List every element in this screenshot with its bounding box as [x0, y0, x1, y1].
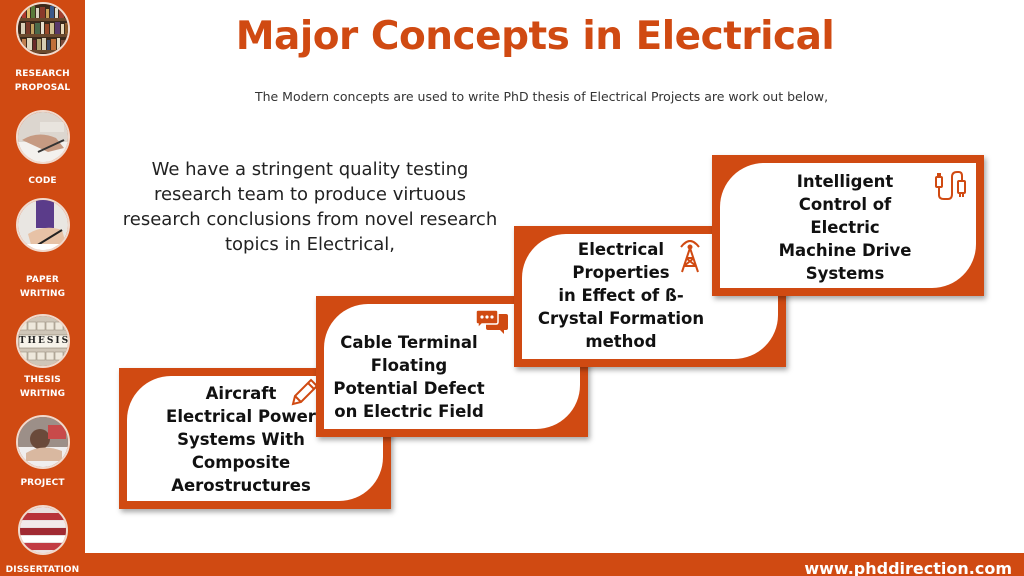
sidebar-item-label: WRITING: [19, 289, 66, 299]
concept-line: Floating: [370, 356, 448, 375]
book-stack-image: [17, 505, 68, 555]
pencil-icon: [285, 374, 321, 410]
sidebar-item-dissertation[interactable]: DISSERTATION: [0, 505, 85, 576]
thesis-tiles-text: THESIS: [18, 336, 70, 346]
sidebar-item-paper-writing[interactable]: PAPER WRITING: [0, 198, 85, 301]
concept-card-aircraft-power: Aircraft Electrical Power Systems With C…: [119, 368, 391, 509]
concept-line: Aircraft: [205, 384, 277, 403]
concept-line: on Electric Field: [334, 402, 484, 421]
footer-bar: www.phddirection.com: [85, 553, 1024, 576]
concept-line: Properties: [572, 263, 670, 282]
sidebar-item-project[interactable]: PROJECT: [0, 415, 85, 490]
student-desk-image: [15, 415, 70, 469]
sidebar-item-label: PROJECT: [20, 478, 65, 488]
sidebar-item-label: CODE: [28, 176, 57, 186]
chat-bubbles-icon: [474, 306, 510, 342]
sidebar-item-label: WRITING: [19, 389, 66, 399]
sidebar-item-research-proposal[interactable]: RESEARCH PROPOSAL: [0, 2, 85, 95]
concept-line: Systems: [805, 264, 885, 283]
sidebar-item-label: THESIS: [24, 375, 61, 385]
hand-writing-image: [15, 110, 70, 164]
sidebar-item-label: RESEARCH: [15, 69, 70, 79]
concept-line: Crystal Formation: [537, 309, 705, 328]
concept-card-text: Aircraft Electrical Power Systems With C…: [133, 382, 349, 497]
page-subtitle: The Modern concepts are used to write Ph…: [254, 89, 829, 104]
sidebar-item-label: PROPOSAL: [14, 83, 71, 93]
concept-line: method: [585, 332, 657, 351]
transmission-tower-icon: [672, 238, 708, 274]
thesis-letter-tiles-image: THESIS: [15, 314, 70, 368]
concept-line: Potential Defect: [333, 379, 485, 398]
concept-line: Cable Terminal: [340, 333, 478, 352]
concept-card-text: Electrical Properties in Effect of ß- Cr…: [524, 238, 718, 353]
library-bookshelf-image: [15, 2, 70, 56]
intro-paragraph: We have a stringent quality testing rese…: [122, 159, 498, 255]
concept-card-text: Cable Terminal Floating Potential Defect…: [328, 331, 490, 423]
cable-connector-icon: [932, 167, 968, 203]
concept-line: Composite: [191, 453, 291, 472]
website-link[interactable]: www.phddirection.com: [804, 559, 1012, 576]
concept-card-body: [720, 163, 976, 288]
concept-line: Electrical: [577, 240, 665, 259]
concept-line: Control of: [798, 195, 892, 214]
sidebar-item-label: DISSERTATION: [5, 565, 80, 575]
sidebar-item-label: PAPER: [26, 275, 59, 285]
concept-line: Machine Drive: [778, 241, 912, 260]
signing-paper-image: [15, 198, 70, 252]
concept-card-intelligent-control: Intelligent Control of Electric Machine …: [712, 155, 984, 296]
sidebar-item-thesis-writing[interactable]: THESIS THESIS WRITING: [0, 314, 85, 401]
concept-card-electrical-properties: Electrical Properties in Effect of ß- Cr…: [514, 226, 786, 367]
concept-line: Electric: [810, 218, 880, 237]
concept-card-text: Intelligent Control of Electric Machine …: [758, 170, 932, 285]
concept-line: Intelligent: [796, 172, 894, 191]
concept-line: Electrical Power: [166, 407, 316, 426]
page-title: Major Concepts in Electrical: [235, 14, 835, 59]
sidebar-item-code[interactable]: CODE: [0, 110, 85, 188]
concept-line: in Effect of ß-: [558, 286, 684, 305]
concept-line: Systems With: [177, 430, 305, 449]
concept-line: Aerostructures: [171, 476, 311, 495]
sidebar: RESEARCH PROPOSAL CODE PAPER: [0, 0, 85, 576]
